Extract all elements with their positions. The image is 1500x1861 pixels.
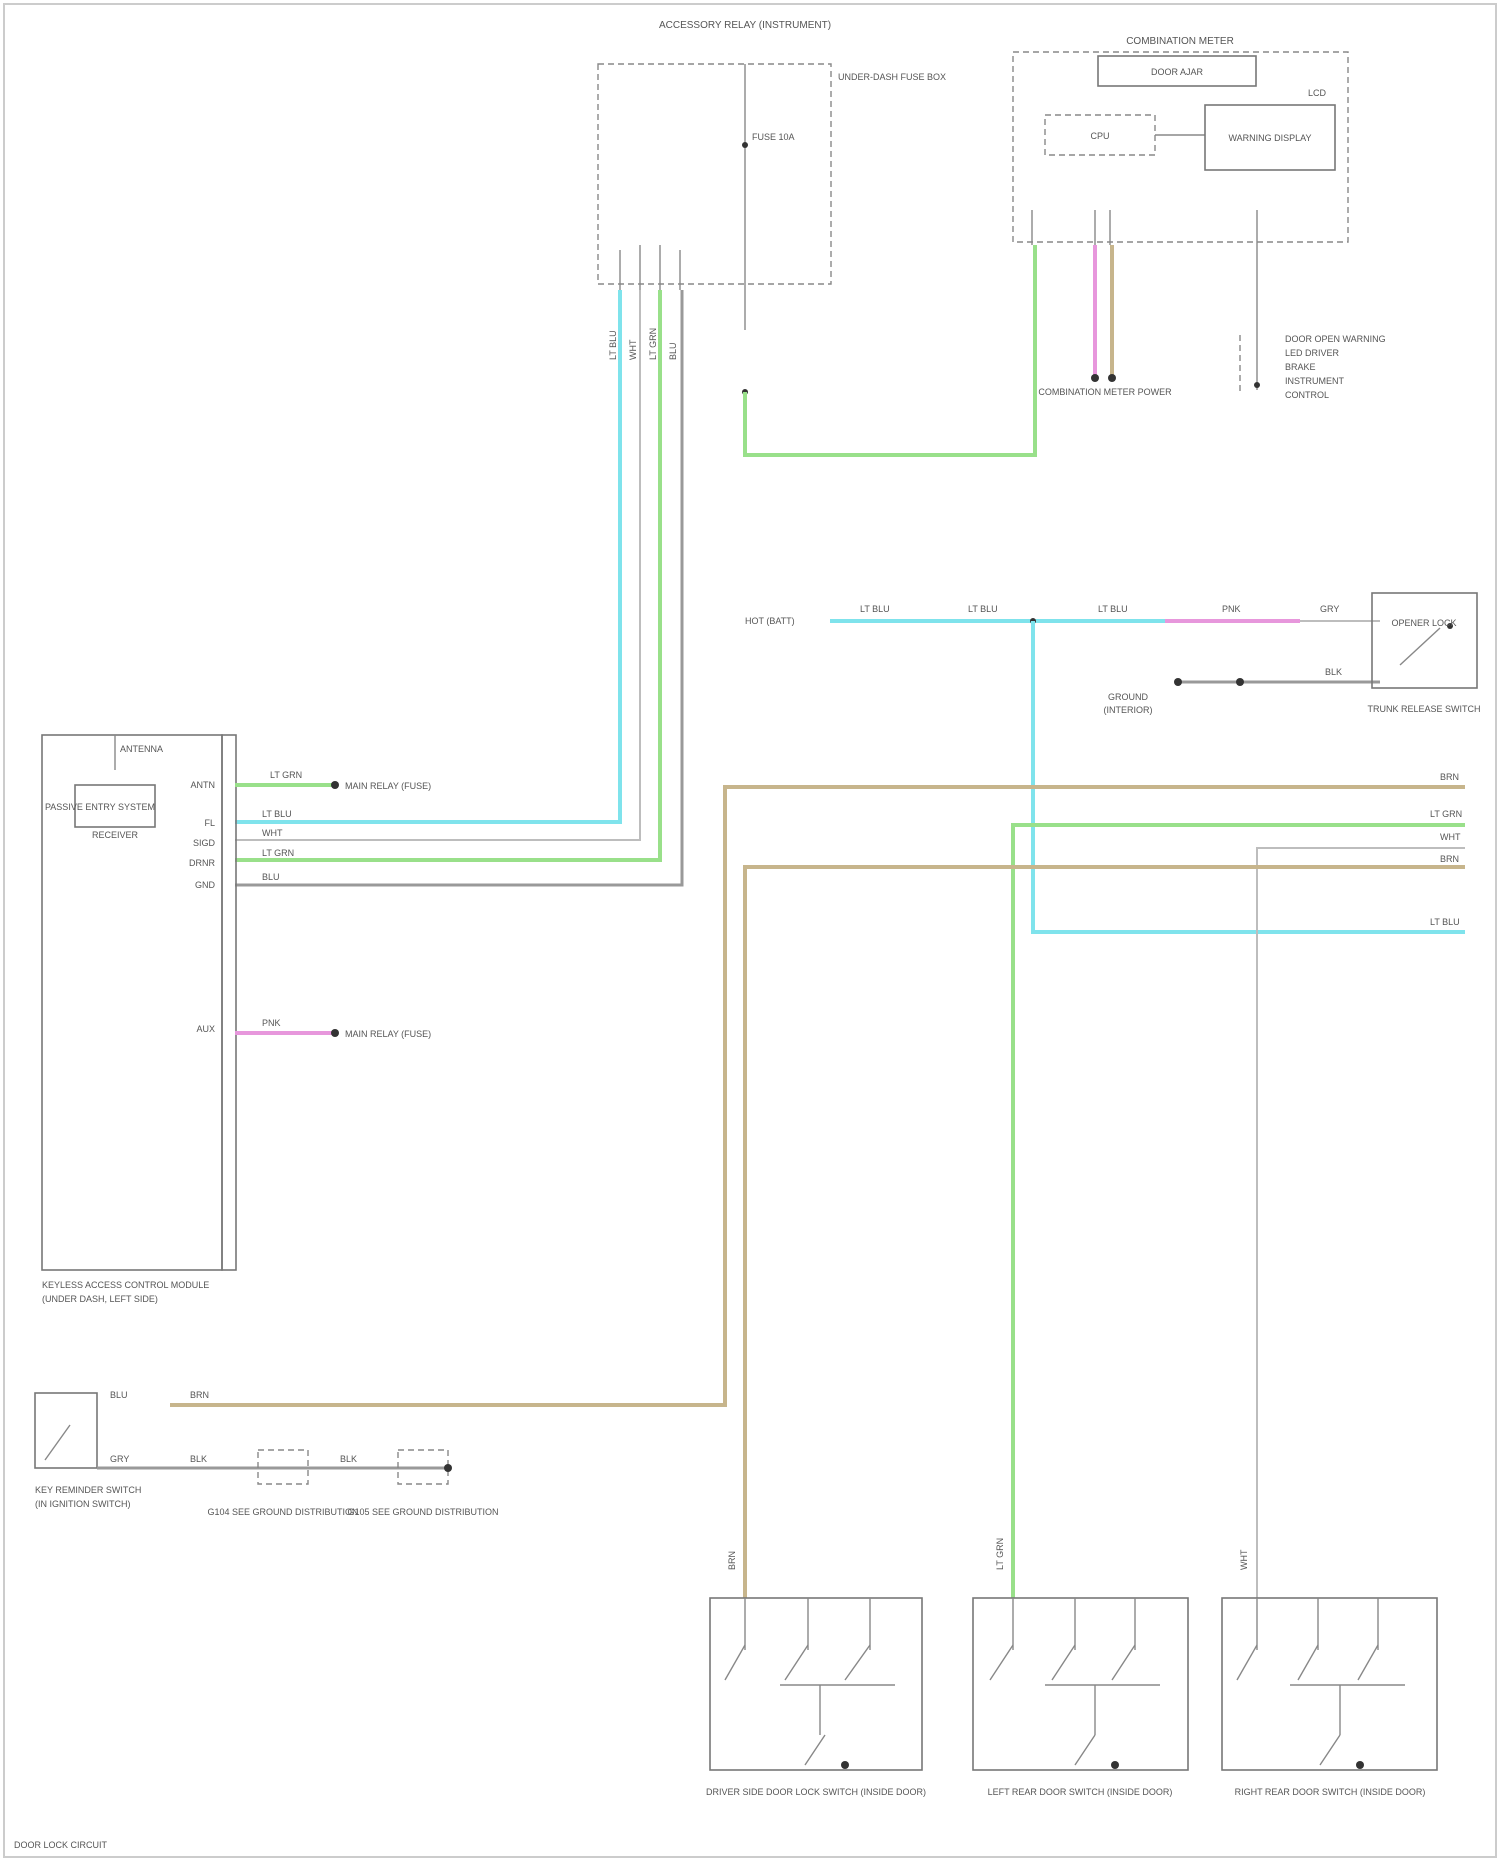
key-tag-1: BLU [110, 1390, 128, 1400]
meter-display: WARNING DISPLAY [1228, 133, 1311, 143]
combination-meter: COMBINATION METER DOOR AJAR LCD CPU WARN… [1013, 36, 1348, 245]
meter-cpu: CPU [1090, 131, 1109, 141]
footer-code: DOOR LOCK CIRCUIT [14, 1840, 108, 1850]
trunk-tag-4: PNK [1222, 604, 1241, 614]
wire-green-right [1013, 825, 1465, 1598]
body-module-title: PASSIVE ENTRY SYSTEM [45, 802, 155, 812]
key-tag-5: BLK [340, 1454, 357, 1464]
trunk-switch-sub: OPENER LOCK [1391, 618, 1456, 628]
keyless-access-module: ANTENNA RECEIVER PASSIVE ENTRY SYSTEM KE… [42, 735, 236, 1304]
right-pin-1: BRN [1440, 772, 1459, 782]
wire-cyan-relay-body [235, 290, 620, 822]
meter-title: COMBINATION METER [1126, 36, 1234, 47]
relay-wire-tag-4: BLU [668, 342, 678, 360]
pin-gnd: GND [195, 880, 216, 890]
key-switch-title: KEY REMINDER SWITCH [35, 1485, 141, 1495]
right-rear-door-switch: RIGHT REAR DOOR SWITCH (INSIDE DOOR) WHT [1222, 1549, 1437, 1797]
wire-cyan-down [1033, 621, 1465, 932]
wire-relay-to-meter [745, 245, 1035, 455]
meter-note-left: COMBINATION METER POWER [1038, 387, 1172, 397]
right-label-b: BRAKE [1285, 362, 1316, 372]
bottom-tag-middle: LT GRN [995, 1538, 1005, 1570]
body-tag-1: LT GRN [270, 770, 302, 780]
meter-dc-label: LCD [1308, 88, 1327, 98]
relay-wire-tag-1: LT BLU [608, 330, 618, 360]
fuse-terminal [742, 142, 748, 148]
bottom-tag-right: WHT [1239, 1549, 1249, 1570]
wire-grey-right [1257, 848, 1465, 1598]
ground-right: G105 SEE GROUND DISTRIBUTION [347, 1507, 498, 1517]
trunk-source: HOT (BATT) [745, 616, 795, 626]
key-tag-2: BRN [190, 1390, 209, 1400]
wire-tan-top [170, 787, 1465, 1405]
accessory-relay-box: ACCESSORY RELAY (INSTRUMENT) UNDER-DASH … [598, 20, 946, 395]
trunk-ground: GROUND [1108, 692, 1148, 702]
key-switch-sub: (IN IGNITION SWITCH) [35, 1499, 131, 1509]
ground-left: G104 SEE GROUND DISTRIBUTION [207, 1507, 358, 1517]
pin-aux: AUX [196, 1024, 215, 1034]
right-pin-3: WHT [1440, 832, 1461, 842]
key-tag-4: BLK [190, 1454, 207, 1464]
body-tag-5: BLU [262, 872, 280, 882]
wire-tan-lower [745, 867, 1465, 1598]
wire-dgrey-relay-body [235, 290, 682, 885]
relay-box-side-note: UNDER-DASH FUSE BOX [838, 72, 946, 82]
trunk-tag-6: BLK [1325, 667, 1342, 677]
fuse-label: FUSE 10A [752, 132, 795, 142]
relay-box-title: ACCESSORY RELAY (INSTRUMENT) [659, 20, 831, 31]
body-module-footer-1: KEYLESS ACCESS CONTROL MODULE [42, 1280, 209, 1290]
pin-sigd: SIGD [193, 838, 216, 848]
meter-note-right: DOOR OPEN WARNING [1285, 334, 1386, 344]
body-dest-top: MAIN RELAY (FUSE) [345, 781, 431, 791]
left-rear-door-switch: LEFT REAR DOOR SWITCH (INSIDE DOOR) LT G… [973, 1538, 1188, 1797]
body-module-antenna: ANTENNA [120, 744, 163, 754]
right-pin-4: BRN [1440, 854, 1459, 864]
bottom-switch-right: RIGHT REAR DOOR SWITCH (INSIDE DOOR) [1235, 1787, 1426, 1797]
pin-antn: ANTN [191, 780, 216, 790]
trunk-switch-title: TRUNK RELEASE SWITCH [1367, 704, 1480, 714]
key-tag-3: GRY [110, 1454, 129, 1464]
pin-drnr: DRNR [189, 858, 215, 868]
body-tag-6: PNK [262, 1018, 281, 1028]
right-label-a: LED DRIVER [1285, 348, 1340, 358]
trunk-tag-5: GRY [1320, 604, 1339, 614]
key-reminder-switch: KEY REMINDER SWITCH (IN IGNITION SWITCH)… [35, 1390, 499, 1517]
relay-wire-tag-2: WHT [628, 339, 638, 360]
trunk-ground-sub: (INTERIOR) [1104, 705, 1153, 715]
body-module-receiver: RECEIVER [92, 830, 139, 840]
bottom-tag-left: BRN [727, 1551, 737, 1570]
trunk-tag-2: LT BLU [968, 604, 998, 614]
body-tag-2: LT BLU [262, 809, 292, 819]
right-pin-5: LT BLU [1430, 917, 1460, 927]
trunk-tag-3: LT BLU [1098, 604, 1128, 614]
driver-door-lock-switch: DRIVER SIDE DOOR LOCK SWITCH (INSIDE DOO… [706, 1551, 926, 1797]
pin-fl: FL [204, 818, 215, 828]
bottom-switch-left: DRIVER SIDE DOOR LOCK SWITCH (INSIDE DOO… [706, 1787, 926, 1797]
trunk-tag-1: LT BLU [860, 604, 890, 614]
right-pin-2: LT GRN [1430, 809, 1462, 819]
right-label-c: INSTRUMENT [1285, 376, 1344, 386]
bottom-switch-middle: LEFT REAR DOOR SWITCH (INSIDE DOOR) [988, 1787, 1173, 1797]
right-label-d: CONTROL [1285, 390, 1329, 400]
meter-warning: DOOR AJAR [1151, 67, 1204, 77]
body-module-footer-2: (UNDER DASH, LEFT SIDE) [42, 1294, 158, 1304]
body-tag-4: LT GRN [262, 848, 294, 858]
wire-grey-relay-body [235, 290, 640, 840]
trunk-switch-box [1372, 593, 1477, 688]
body-tag-3: WHT [262, 828, 283, 838]
body-dest-bottom: MAIN RELAY (FUSE) [345, 1029, 431, 1039]
relay-wire-tag-3: LT GRN [648, 328, 658, 360]
